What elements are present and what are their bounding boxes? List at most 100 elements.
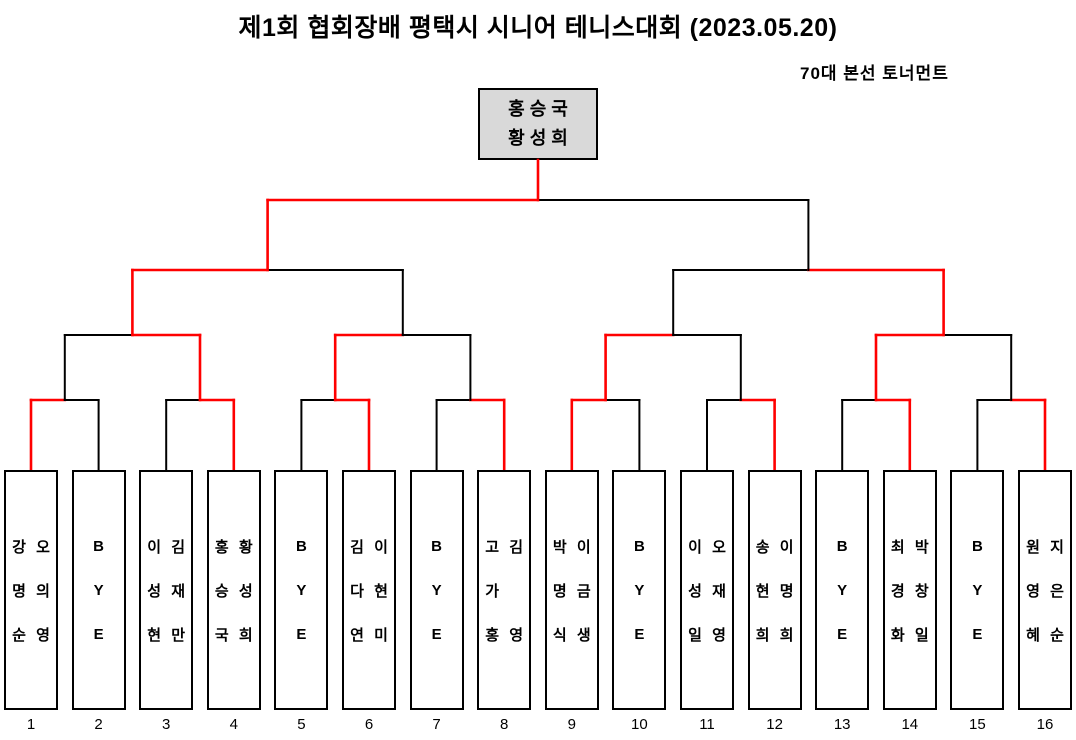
player-name-char: 다 <box>350 582 364 600</box>
player-name-char: 지 <box>1050 538 1064 556</box>
player-name-char: 성 <box>238 582 253 600</box>
player-name-char: B <box>431 537 443 555</box>
player-name-char: 이 <box>688 538 702 556</box>
player-name-char: 오 <box>712 538 726 556</box>
player-name-char: B <box>836 537 848 555</box>
player-name-char: 이 <box>779 538 794 556</box>
player-name-char <box>507 568 526 612</box>
player-name-char: 순 <box>1050 626 1064 644</box>
player-name-char: 김 <box>350 538 364 556</box>
player-name-char: 의 <box>36 582 50 600</box>
player-name-char: 박 <box>552 538 567 556</box>
slot-number: 1 <box>26 716 36 733</box>
champion-team-line1: 홍 승 국 <box>508 99 568 119</box>
player-name-char: 은 <box>1050 582 1064 600</box>
player-name-char: 생 <box>576 626 591 644</box>
player-name-char: 현 <box>374 582 388 600</box>
player-name-char: 현 <box>755 582 770 600</box>
player-name-char: 희 <box>238 626 253 644</box>
player-name-char: 오 <box>36 538 50 556</box>
player-name-char: 경 <box>890 582 905 600</box>
slot-number: 10 <box>631 716 648 733</box>
player-name-char: B <box>295 537 307 555</box>
player-name-char: 원 <box>1026 538 1040 556</box>
slot-number: 12 <box>766 716 783 733</box>
slot-number: 14 <box>901 716 919 733</box>
player-name-char: 이 <box>147 538 162 556</box>
player-name-char: E <box>296 625 307 643</box>
player-name-char: E <box>431 625 442 643</box>
slot-number: 2 <box>94 716 103 733</box>
slot-number: 4 <box>229 716 238 733</box>
player-name-char: 미 <box>374 626 388 644</box>
slot-number: 7 <box>432 716 441 733</box>
player-name-char: 재 <box>712 582 726 600</box>
page-title: 제1회 협회장배 평택시 시니어 테니스대회 (2023.05.20) <box>238 14 838 42</box>
player-name-char: 재 <box>171 582 186 600</box>
player-name-char: E <box>837 625 848 643</box>
player-name-char: 김 <box>509 538 524 556</box>
player-name-char: 홍 <box>214 538 229 556</box>
champion-team-line2: 황 성 희 <box>508 128 568 148</box>
slot-number: 6 <box>364 716 374 733</box>
player-name-char: 고 <box>485 538 500 556</box>
player-name-char: E <box>634 625 645 643</box>
player-name-char: 이 <box>576 538 591 556</box>
slot-number: 13 <box>833 716 851 733</box>
player-name-column: B Y E <box>89 524 108 656</box>
player-name-char: E <box>93 625 104 643</box>
player-name-char: Y <box>634 581 645 599</box>
slot-number: 11 <box>699 716 715 733</box>
slot-number: 9 <box>567 716 576 733</box>
player-name-char: 최 <box>890 538 905 556</box>
player-name-char: 일 <box>914 626 929 644</box>
slot-number: 16 <box>1036 716 1054 733</box>
player-name-char: 이 <box>374 538 388 556</box>
player-name-char: 화 <box>890 626 905 644</box>
player-name-char: 영 <box>36 626 50 644</box>
player-name-char: 현 <box>147 626 162 644</box>
player-name-char: 희 <box>779 626 794 644</box>
player-name-char: 만 <box>171 626 186 644</box>
player-name-char: 연 <box>350 626 364 644</box>
player-name-char: 영 <box>1026 582 1040 600</box>
player-name-char: 성 <box>688 582 702 600</box>
player-name-char: B <box>93 537 105 555</box>
player-name-char: 가 <box>485 582 500 600</box>
player-name-char: 승 <box>214 582 229 600</box>
player-name-char: 순 <box>12 626 26 644</box>
bracket-subtitle: 70대 본선 토너먼트 <box>800 64 949 83</box>
player-name-char: E <box>972 625 983 643</box>
player-name-char: B <box>633 537 645 555</box>
player-name-char: 명 <box>12 582 26 600</box>
player-name-char: 성 <box>147 582 162 600</box>
player-name-char: B <box>971 537 983 555</box>
player-name-char: Y <box>93 581 104 599</box>
